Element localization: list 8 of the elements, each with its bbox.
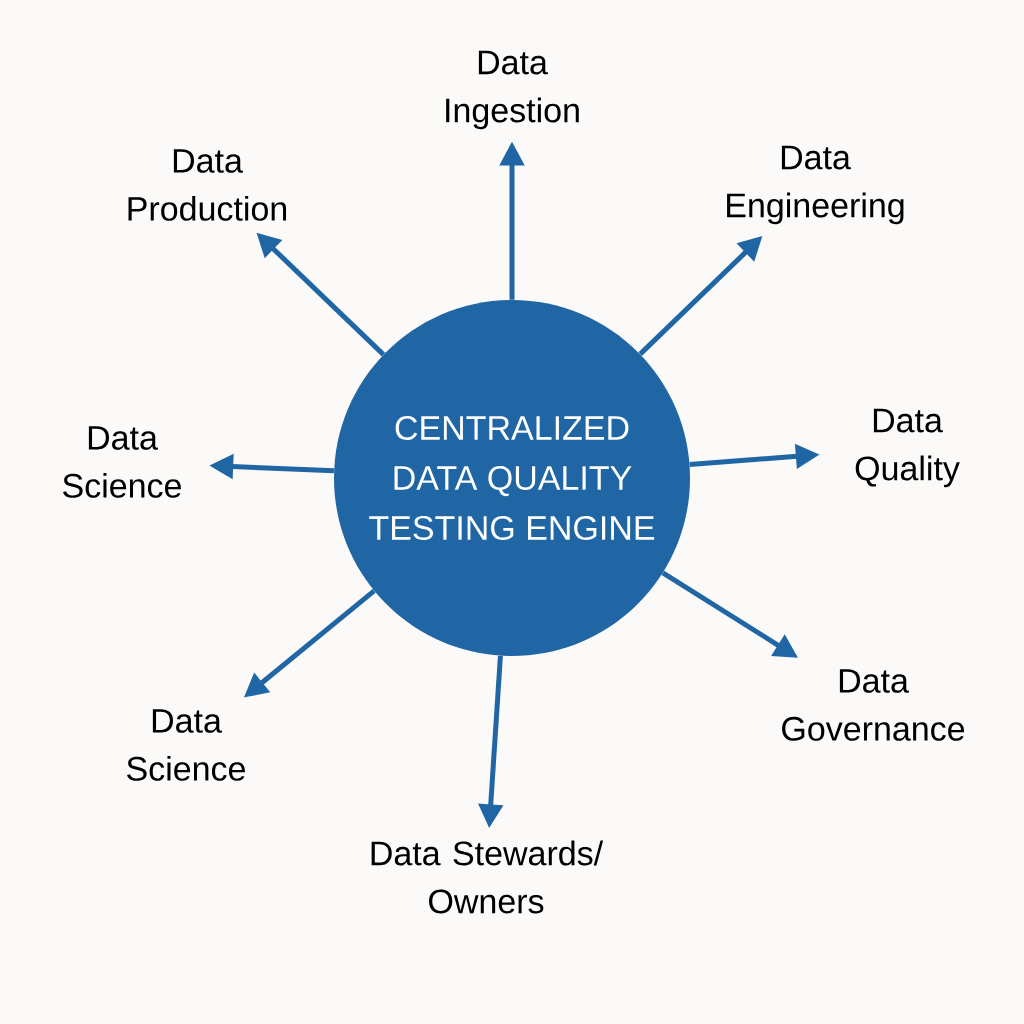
node-label: Data Engineering [727, 145, 904, 225]
node-label: Data Stewards/ Owners [371, 840, 604, 914]
node-label: Data Science [127, 709, 245, 781]
node-label: Data Science [63, 426, 181, 498]
node-label: Data Ingestion [446, 50, 579, 130]
node-label: Data Governance [782, 669, 965, 741]
node-label: Data Production [128, 149, 287, 221]
node-label: Data Quality [855, 408, 960, 488]
